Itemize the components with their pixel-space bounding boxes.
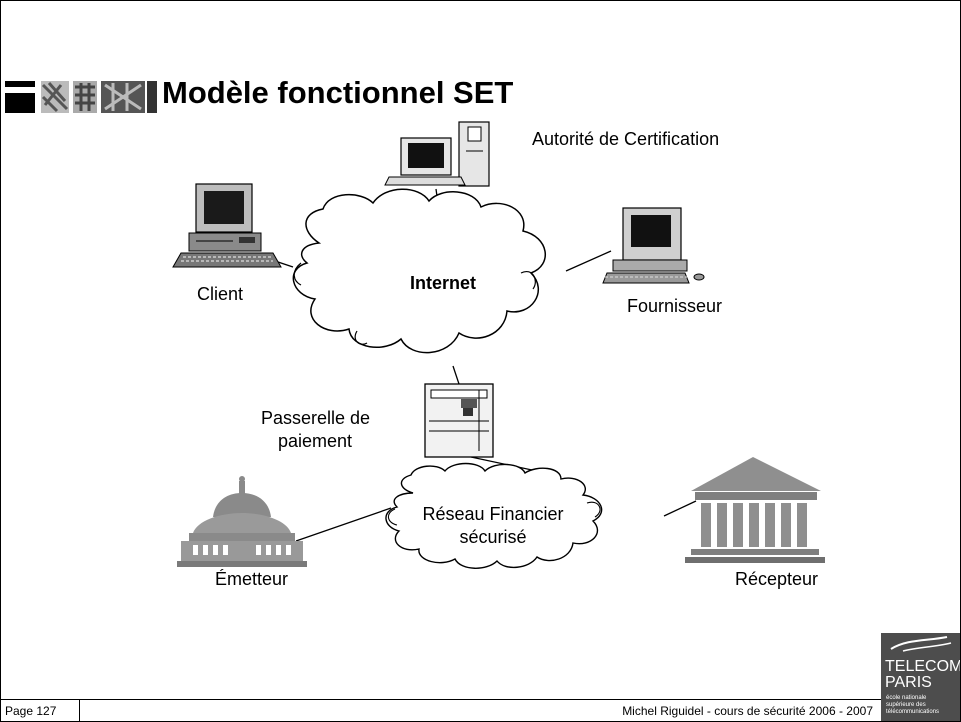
link-internet-gateway — [452, 365, 460, 385]
gateway-label-line1: Passerelle de — [261, 408, 371, 428]
payment-gateway-icon — [424, 383, 494, 458]
link-financial-receiver — [663, 500, 697, 517]
financial-network-label-line2: sécurisé — [459, 527, 527, 547]
issuer-building-icon — [177, 476, 307, 567]
internet-label: Internet — [410, 273, 477, 293]
financial-network-label-line1: Réseau Financier — [422, 504, 564, 524]
logo-line-2: PARIS — [885, 674, 932, 691]
page-number: Page 127 — [5, 704, 57, 718]
footer-divider — [79, 700, 80, 721]
certification-server-icon — [384, 121, 490, 187]
internet-cloud-icon — [292, 188, 547, 354]
financial-network-cloud-icon — [385, 462, 603, 569]
footer-credit: Michel Riguidel - cours de sécurité 2006… — [622, 704, 873, 718]
supplier-label: Fournisseur — [627, 296, 723, 316]
slide-footer: Page 127 Michel Riguidel - cours de sécu… — [1, 699, 881, 721]
certification-authority-label: Autorité de Certification — [532, 129, 720, 149]
issuer-label: Émetteur — [215, 569, 289, 589]
receiver-label: Récepteur — [735, 569, 819, 589]
supplier-computer-icon — [602, 207, 705, 284]
receiver-building-icon — [685, 457, 825, 563]
title-decoration-icon — [5, 81, 157, 113]
telecom-paris-logo: TELECOM PARIS école nationale supérieure… — [881, 633, 960, 721]
gateway-label-line2: paiement — [278, 431, 353, 451]
logo-line-1: TELECOM — [885, 658, 961, 675]
logo-swoosh-icon — [890, 636, 952, 652]
client-label: Client — [197, 284, 244, 304]
client-computer-icon — [172, 183, 282, 268]
slide-title: Modèle fonctionnel SET — [162, 75, 514, 110]
link-internet-supplier — [565, 250, 612, 272]
logo-line-4: supérieure des — [886, 702, 926, 708]
logo-line-5: télécommunications — [886, 709, 940, 715]
link-issuer-financial — [295, 507, 392, 542]
logo-line-3: école nationale — [886, 695, 927, 701]
